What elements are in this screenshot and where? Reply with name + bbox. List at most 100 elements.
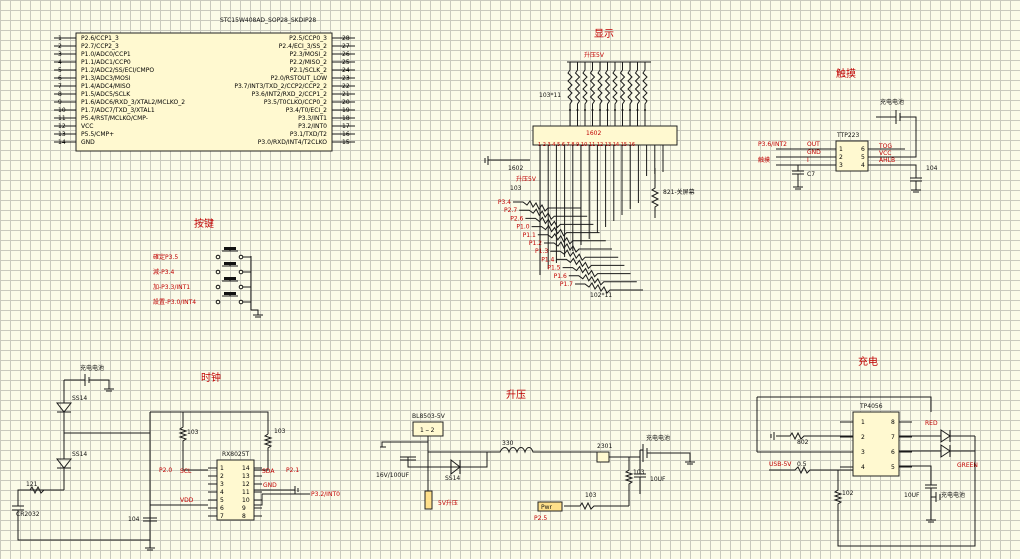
display-port-label: P3.4 [498,199,511,206]
lcd-pin-numbers: 1 2 3 4 5 6 7 8 9 10 11 12 13 14 15 16 [538,142,635,148]
boost-cap-in[interactable] [400,456,416,461]
clock-cap-label: 104 [128,516,140,523]
mcu-pin-num-right: 22 [342,83,350,90]
clock-battery[interactable] [64,374,114,392]
clock-r2[interactable] [254,433,273,471]
touch-cap[interactable] [792,165,804,190]
mcu-pin-label-left: P1.3/ADC3/MOSI [81,75,131,82]
clock-pin-num-left: 6 [220,505,224,512]
boost-bat-label: 充电电池 [646,434,670,442]
display-port-resistor[interactable] [525,216,594,229]
boost-cap-out[interactable] [634,457,646,494]
charge-ic-body[interactable] [852,411,900,477]
touch-pin-num-right: 4 [861,162,865,169]
clock-cap[interactable] [143,504,208,522]
mcu-pin-label-left: P1.7/ADC7/TXD_3/XTAL1 [81,107,155,114]
display-port-resistor[interactable] [519,208,588,221]
display-port-resistor[interactable] [531,224,600,237]
clock-res-wire [17,489,64,506]
display-port-label: P1.6 [554,273,567,280]
clock-pin-num-left: 2 [220,473,224,480]
mcu-pin-label-left: P1.2/ADC2/SS/ECI/CMPO [81,67,154,74]
rpack-junction [621,109,624,111]
mcu-pin-num-left: 13 [58,131,66,138]
clock-cr2032[interactable] [12,505,150,541]
mcu-pin-label-right: P3.0/RXD/INT4/T2CLKO [258,139,327,146]
charge-r2-label: 0.5 [797,461,807,468]
touch-cap2-label: 104 [926,165,938,172]
charge-led-red[interactable] [899,429,975,443]
display-port-resistor[interactable] [544,241,612,253]
boost-r1[interactable] [624,457,634,506]
clock-ic-name: RX8025T [222,451,250,458]
clock-res[interactable] [29,485,45,495]
boost-out-flag [424,490,433,510]
display-port-label: P1.4 [541,256,554,263]
charge-r3[interactable] [833,436,976,547]
clock-gnd [254,486,299,494]
charge-cap-bat[interactable] [899,465,941,523]
boost-q-body[interactable] [596,451,610,463]
clock-res-label: 121 [26,481,38,488]
key-contact [238,269,244,275]
rpack-top-resistor [597,62,603,126]
boost-pwr-label: Pwr [541,504,553,511]
touch-out-pin: OUT [807,141,820,148]
display-port-resistor[interactable] [575,282,643,294]
display-port-resistor[interactable] [562,265,631,278]
charge-led-green[interactable] [899,444,975,458]
display-block: 显示 升压5V 103*11 1602 1 2 3 4 5 6 7 8 9 10… [484,28,695,299]
mcu-pin-label-left: P5.4/RST/MCLKO/CMP- [81,115,148,122]
display-port-resistor[interactable] [568,273,637,286]
display-port-resistor[interactable] [556,257,625,270]
mcu-pin-num-left: 2 [58,43,62,50]
display-port-label: P1.5 [547,265,560,272]
mcu-pin-label-left: P2.7/CCP2_3 [81,43,119,50]
boost-block: 升压 BL8503-5V 1 ⎯ 2 16V/100UF SS14 5V升压 3… [376,389,695,522]
boost-r2[interactable] [564,501,629,511]
touch-ic-body[interactable] [835,140,869,172]
mcu-pin-num-right: 16 [342,131,350,138]
clock-frame [145,411,269,551]
mcu-body[interactable] [75,32,333,152]
key-contact [238,284,244,290]
boost-inductor[interactable] [487,447,599,454]
charge-pin-num-right: 7 [891,434,895,441]
boost-l-label: 330 [502,440,514,447]
charge-r1[interactable] [770,431,853,441]
clock-ic-body[interactable] [216,459,255,521]
backlight-resistor[interactable] [650,168,660,218]
mcu-pin-label-right: P3.4/T0/ECI_2 [286,107,327,114]
charge-bat-label: 充电电池 [941,491,965,499]
boost-title: 升压 [506,389,526,401]
mcu-pin-label-right: P3.7/INT3/TXD_2/CCP2/CCP2_2 [234,83,327,90]
resistor-pack-top[interactable] [567,62,648,126]
charge-pin-num-left: 4 [861,464,865,471]
touch-pin-num-right: 5 [861,154,865,161]
clock-pin-num-left: 3 [220,481,224,488]
rpack-top-resistor [589,62,596,126]
clock-r1[interactable] [178,412,208,471]
touch-vcc-pin: VCC [879,150,891,157]
boost-diode[interactable] [446,458,461,476]
clock-pin-num-right: 13 [242,473,250,480]
display-port-resistor[interactable] [550,249,619,262]
boost-cap-in-label: 16V/100UF [376,472,410,479]
key-net-label: 減-P3.4 [153,268,175,276]
clock-diode-2[interactable] [55,433,73,490]
display-port-resistor[interactable] [513,200,581,212]
charge-title: 充电 [858,355,878,368]
boost-battery[interactable] [609,444,695,465]
boost-out-label: 5V升压 [438,499,458,507]
charge-ic-name: TP4056 [859,403,883,410]
lcd-1602-body[interactable] [532,125,678,146]
mcu-pin-label-right: P3.3/INT1 [298,115,327,122]
display-port-resistor[interactable] [537,232,606,245]
charge-r2[interactable] [757,451,853,475]
charge-cap-label: 10UF [904,492,920,499]
boost-r2-label: 103 [585,492,597,499]
clock-diode-1[interactable] [55,380,150,434]
mcu-pin-label-left: GND [81,139,95,146]
touch-block: 触摸 充电电池 TTP223 P3.6/INT2 OUT GND I TOG V… [758,67,938,193]
